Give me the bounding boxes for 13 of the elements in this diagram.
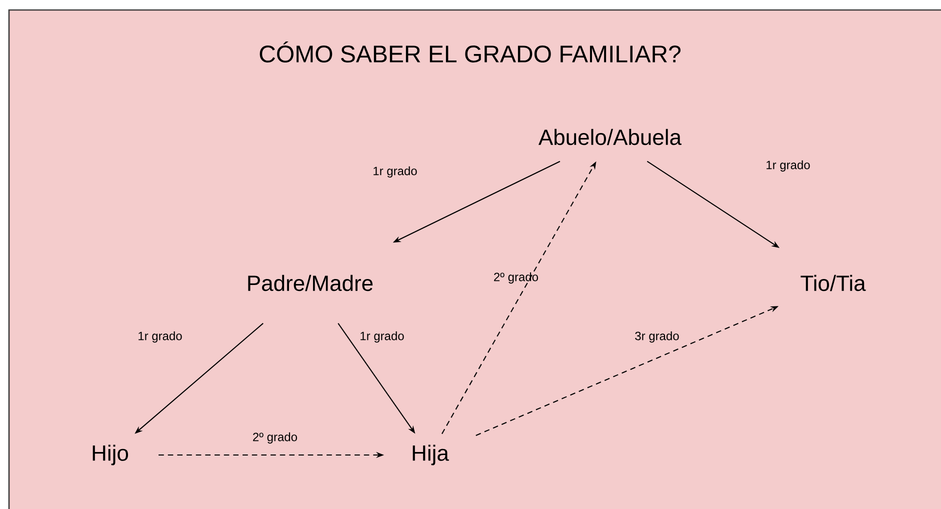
node-label: Tio/Tia bbox=[800, 274, 866, 292]
edge-label: 1r grado bbox=[766, 160, 810, 172]
edge-label: 2º grado bbox=[253, 432, 298, 444]
edge-label: 3r grado bbox=[635, 331, 679, 343]
edge-label: 1r grado bbox=[374, 166, 417, 178]
node-label: Abuelo/Abuela bbox=[538, 128, 682, 146]
edge-label: 2º grado bbox=[494, 272, 538, 284]
node-label: Hija bbox=[412, 444, 449, 466]
title: CÓMO SABER EL GRADO FAMILIAR? bbox=[260, 41, 681, 63]
node-label: Padre/Madre bbox=[248, 274, 373, 292]
node-label: Hijo bbox=[92, 444, 128, 466]
edge-label: 1r grado bbox=[138, 331, 182, 343]
edge-label: 1r grado bbox=[360, 331, 404, 343]
